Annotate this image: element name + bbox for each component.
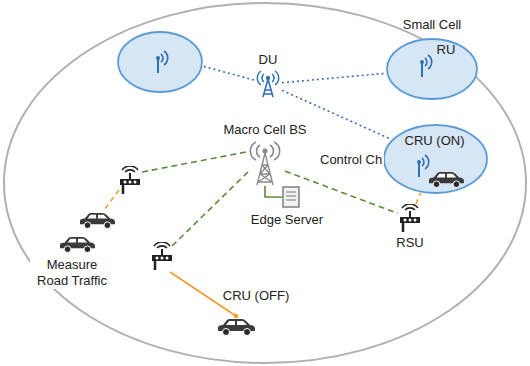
control-channel <box>172 172 248 246</box>
node-outline <box>282 186 300 208</box>
unit-label: Macro Cell BS <box>223 122 306 137</box>
car-icon <box>80 213 115 229</box>
unit-label: CRU (OFF) <box>223 288 289 303</box>
edge-server: Edge Server <box>282 186 300 208</box>
macro-base-station: Macro Cell BS <box>245 141 285 186</box>
rsu: RSU <box>398 204 422 232</box>
small-cell-outline <box>387 39 477 99</box>
du-antenna: DU <box>254 70 282 98</box>
small-cell: Small CellRU <box>386 38 478 100</box>
edge-label: Control Ch <box>318 152 384 168</box>
node-icon <box>417 155 429 177</box>
macro-cell-boundary <box>4 3 526 363</box>
vehicle: CRU (OFF) <box>216 318 256 336</box>
small-cell-outline <box>384 125 487 193</box>
node-icon <box>429 172 464 188</box>
node-outline <box>245 141 285 186</box>
unit-label: RSU <box>396 235 423 250</box>
server-link <box>265 186 282 197</box>
ru-antenna <box>156 51 168 73</box>
node-icon <box>283 187 299 207</box>
node-icon <box>218 319 255 336</box>
small-cell: CRU (ON) <box>383 124 488 194</box>
unit-label: DU <box>259 52 278 67</box>
small-cell <box>118 32 202 92</box>
traffic-measure-link <box>104 190 119 210</box>
cell-heading: Small Cell <box>403 17 462 32</box>
node-icon <box>257 71 278 97</box>
node-outline <box>386 38 478 100</box>
node-outline <box>254 70 282 98</box>
vehicle-link <box>416 193 421 204</box>
control-channel <box>285 171 398 213</box>
fronthaul-link <box>282 73 386 83</box>
node-icon <box>250 142 279 185</box>
car-icon <box>60 237 95 253</box>
unit-label: CRU (ON) <box>405 133 465 148</box>
unit-label: RU <box>437 42 456 57</box>
annotation-label: Measure Road Traffic <box>30 257 114 289</box>
rsu-icon <box>120 166 140 194</box>
fronthaul-link <box>202 66 254 80</box>
node-outline <box>398 204 422 232</box>
cru-antenna <box>234 314 238 318</box>
control-channel <box>142 152 246 172</box>
unit-label: Edge Server <box>251 212 323 227</box>
node-icon <box>420 55 432 77</box>
rsu-icon <box>152 242 172 270</box>
node-outline <box>216 318 256 336</box>
node-icon <box>400 204 420 232</box>
